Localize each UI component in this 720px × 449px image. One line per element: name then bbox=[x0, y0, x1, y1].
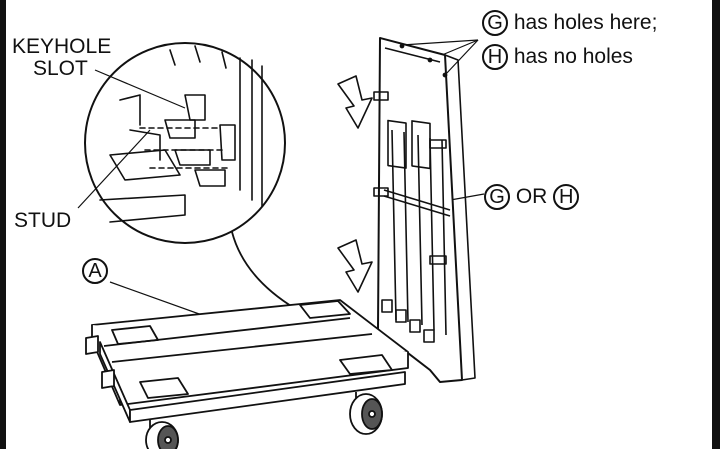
keyhole-leader bbox=[94, 69, 186, 109]
part-g-marker: G bbox=[482, 10, 508, 36]
or-text: OR bbox=[515, 185, 548, 208]
wheel-front-left bbox=[145, 420, 179, 449]
g-leader-1 bbox=[401, 39, 479, 46]
right-border bbox=[712, 0, 720, 449]
h-note-text: has no holes bbox=[513, 45, 633, 68]
keyhole-label-line2: SLOT bbox=[33, 57, 88, 80]
g-note-text: has holes here; bbox=[513, 11, 658, 34]
part-a-callout: A bbox=[82, 258, 108, 284]
part-h-marker-2: H bbox=[553, 184, 580, 210]
part-g-marker-2: G bbox=[484, 184, 510, 210]
insert-arrow-upper bbox=[337, 75, 373, 129]
part-h-marker: H bbox=[482, 44, 508, 70]
wheels bbox=[145, 392, 383, 449]
side-panel bbox=[373, 37, 476, 383]
g-note-callout: G has holes here; bbox=[482, 10, 657, 36]
wheel-front-right bbox=[349, 392, 383, 435]
part-a-marker: A bbox=[82, 258, 108, 284]
stud-label: STUD bbox=[14, 209, 72, 232]
g-leader-3 bbox=[444, 39, 479, 76]
keyhole-label-line1: KEYHOLE bbox=[12, 35, 112, 58]
h-note-callout: H has no holes bbox=[482, 44, 633, 70]
g-or-h-callout: G OR H bbox=[484, 184, 580, 210]
left-border bbox=[0, 0, 6, 449]
detail-magnifier bbox=[84, 42, 286, 244]
insert-arrow-lower bbox=[337, 239, 373, 293]
cart-base bbox=[85, 299, 409, 423]
stud-leader bbox=[77, 129, 151, 209]
